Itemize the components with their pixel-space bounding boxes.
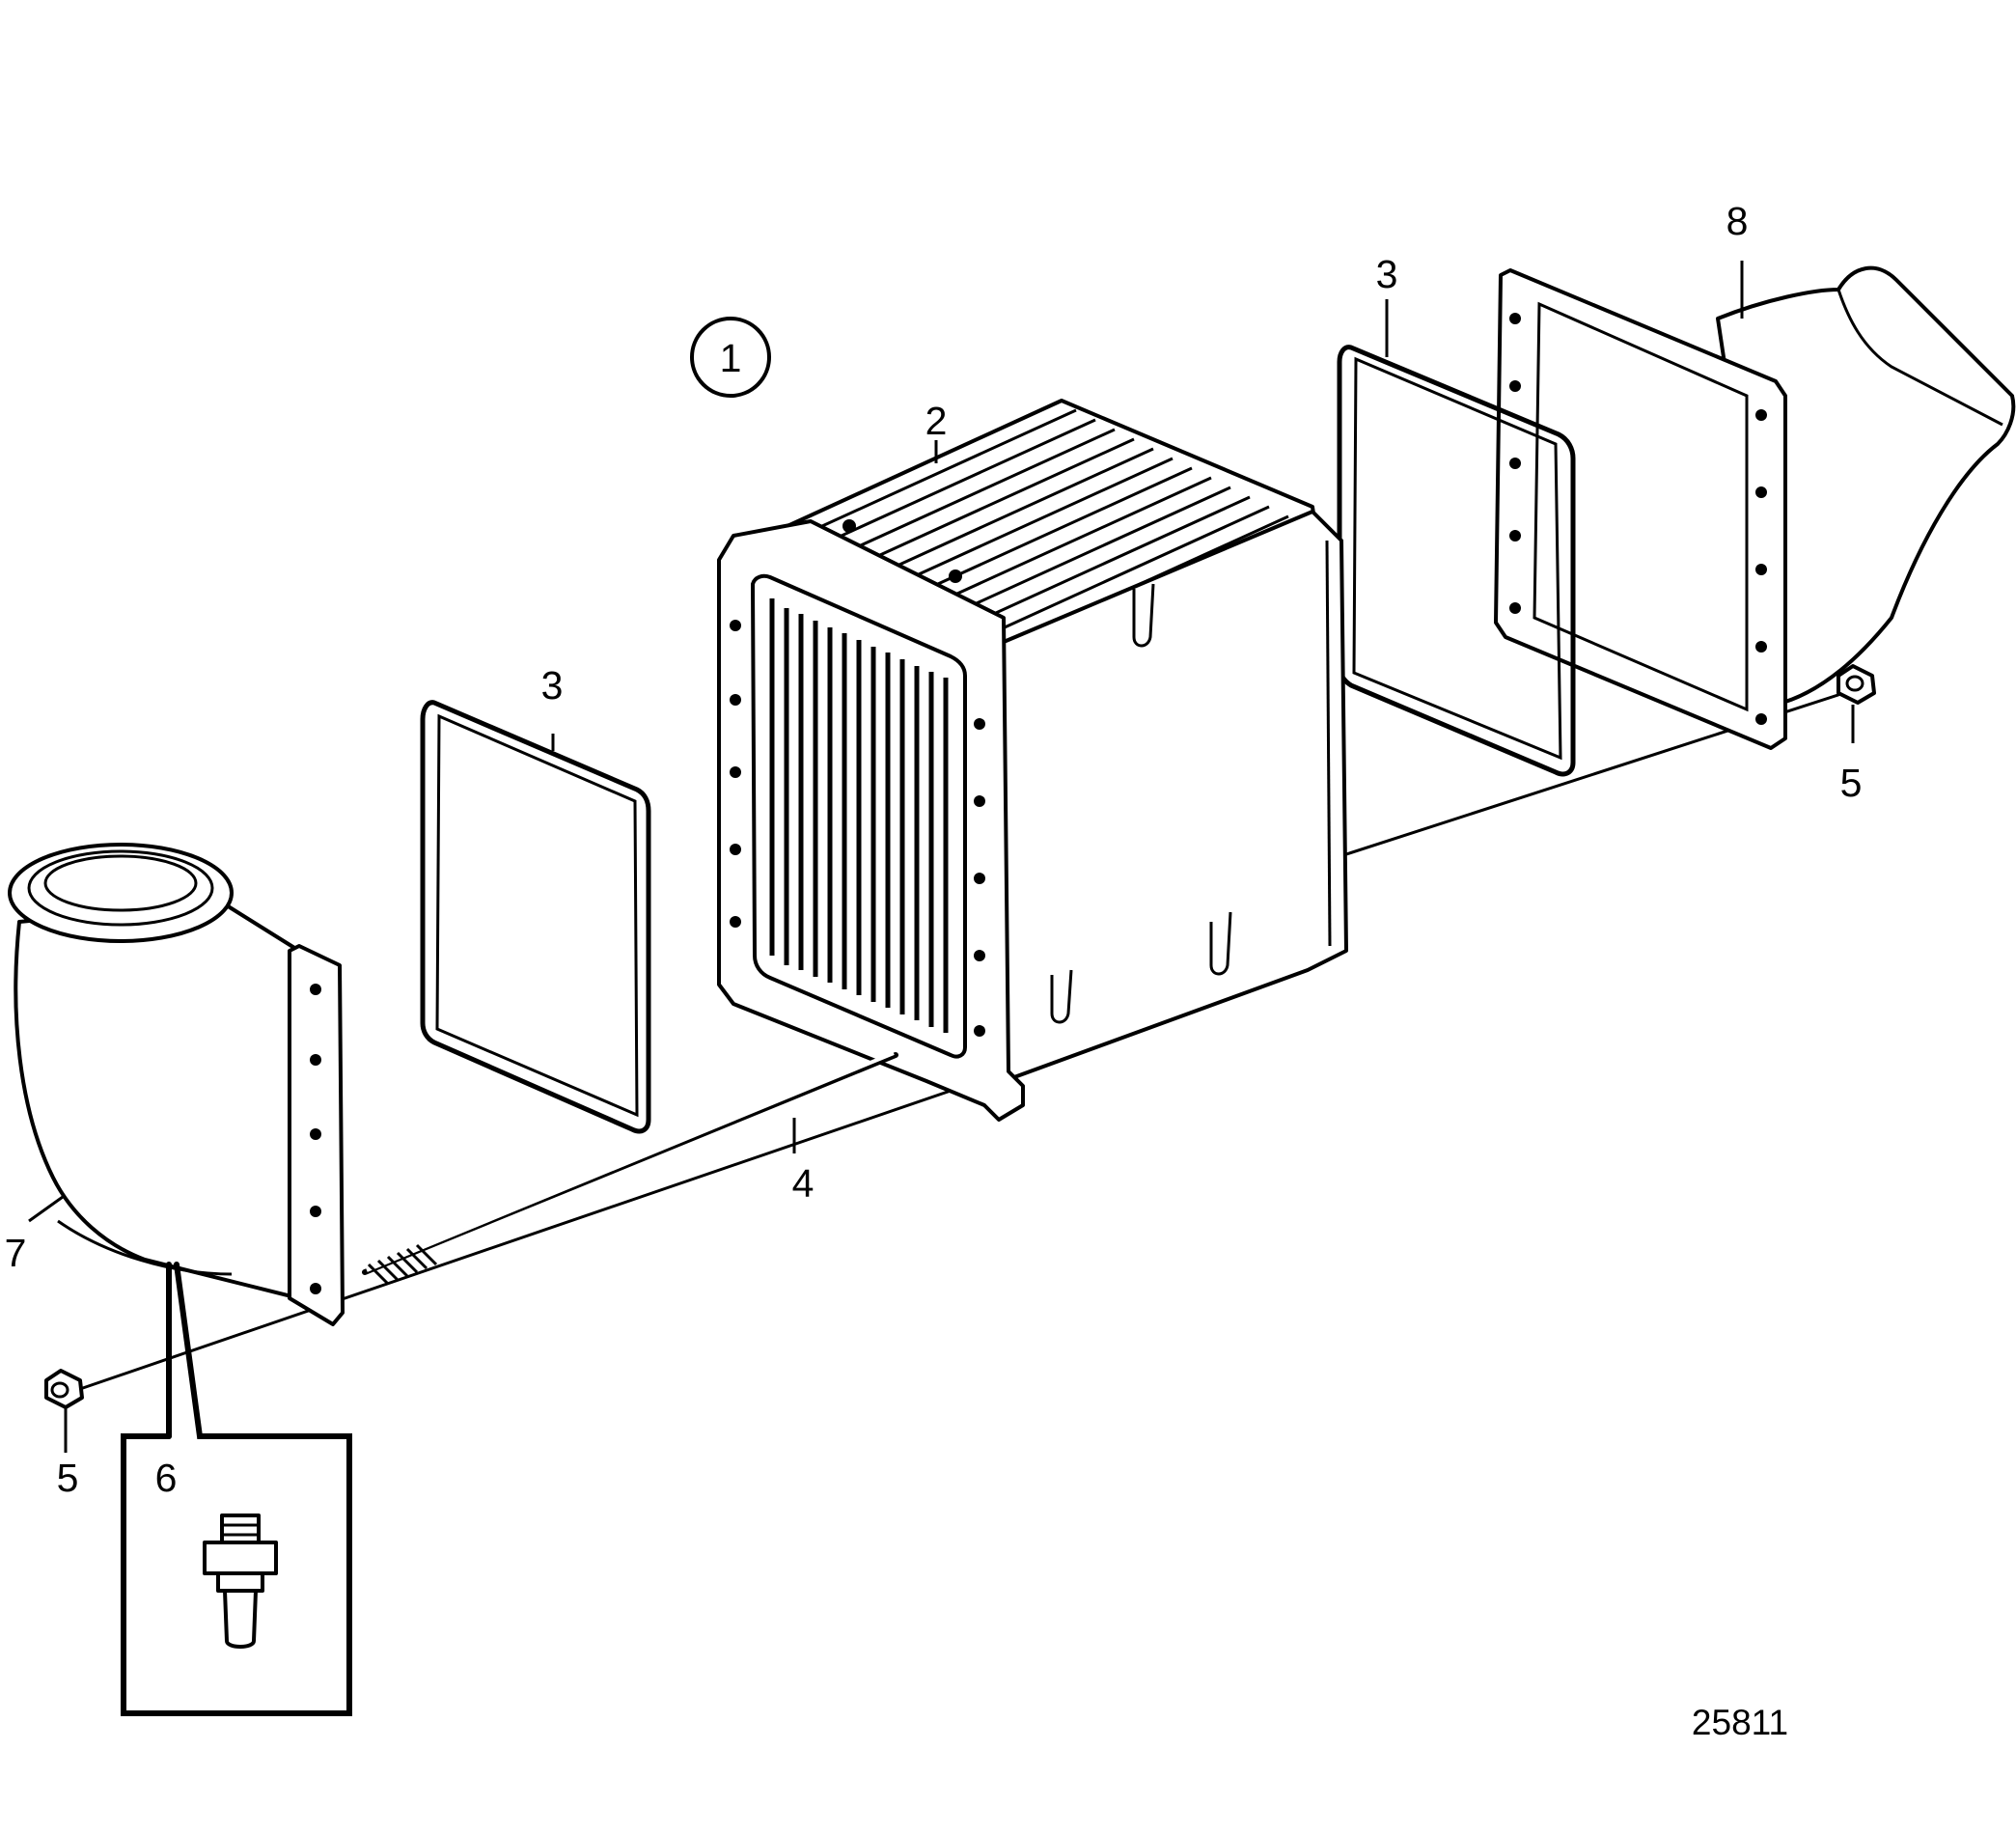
leader-lines: [551, 261, 1744, 1153]
callout-2: 2: [925, 399, 948, 443]
callout-7: 7: [5, 1231, 27, 1275]
part-5-nut-front: [44, 1369, 84, 1453]
callout-3-rear: 3: [1376, 252, 1398, 296]
assembly-callout: 1: [690, 317, 771, 398]
part-8-rear-elbow-duct: [1494, 265, 2016, 750]
part-4-threaded-rod: [362, 1051, 898, 1286]
part-5-nut-rear: [1836, 664, 1876, 743]
part-3-front-gasket: [420, 700, 651, 1134]
callout-6: 6: [155, 1456, 178, 1500]
part-2-intercooler-core: [717, 399, 1348, 1122]
core-front-tubes: [769, 598, 949, 1033]
hose-fitting: [203, 1514, 278, 1649]
callout-3-front: 3: [541, 663, 564, 708]
callout-8: 8: [1726, 199, 1749, 243]
figure-number: 25811: [1692, 1703, 1788, 1742]
part-7-front-elbow-duct: [8, 843, 345, 1326]
callout-5-front: 5: [57, 1456, 79, 1500]
part-3-rear-gasket: [1337, 345, 1576, 777]
assembly-callout-number: 1: [720, 336, 742, 380]
callout-4: 4: [792, 1161, 815, 1206]
part-6-fitting-inset: [121, 1262, 352, 1716]
callout-5-rear: 5: [1840, 761, 1863, 805]
